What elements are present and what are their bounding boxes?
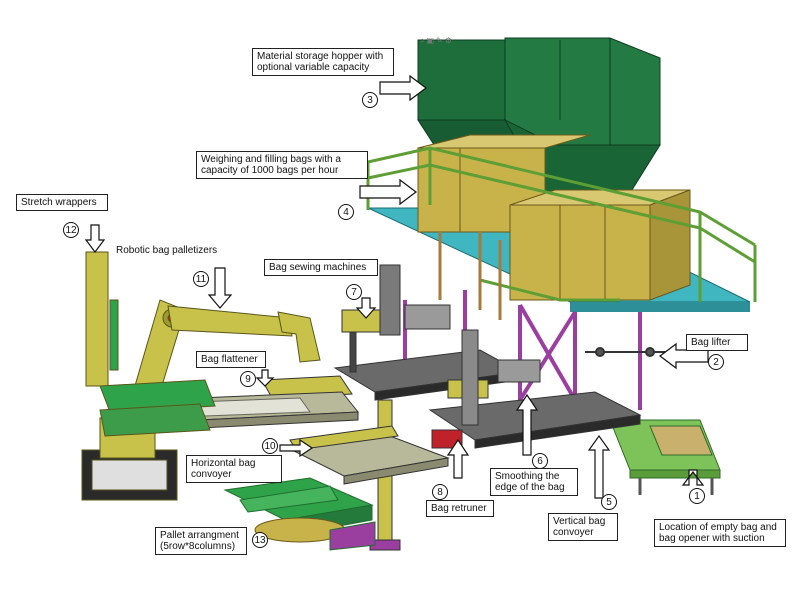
callout-number-13: 13 bbox=[252, 532, 268, 548]
label-smoothing-edge: Smoothing the edge of the bag bbox=[490, 468, 578, 496]
label-bag-retruner: Bag retruner bbox=[426, 500, 494, 517]
callout-number-9: 9 bbox=[240, 371, 256, 387]
callout-number-5: 5 bbox=[601, 494, 617, 510]
stretch-wrapper bbox=[85, 251, 216, 437]
pallet-stack bbox=[223, 477, 376, 551]
sewing-conveyor bbox=[333, 264, 522, 401]
label-horizontal-bag-convoyer: Horizontal bag convoyer bbox=[186, 455, 282, 483]
label-robotic-palletizers: Robotic bag palletizers bbox=[116, 245, 218, 256]
label-bag-sewing-machines: Bag sewing machines bbox=[264, 259, 378, 276]
label-weighing-filling: Weighing and filling bags with a capacit… bbox=[196, 151, 368, 179]
horizontal-conveyor bbox=[289, 425, 450, 485]
pen-icon[interactable]: ✎ bbox=[436, 36, 445, 45]
callout-number-4: 4 bbox=[338, 204, 354, 220]
callout-number-6: 6 bbox=[532, 453, 548, 469]
label-pallet-arrangement: Pallet arrangment (5row*8columns) bbox=[155, 527, 247, 555]
magnify-icon[interactable]: ⌕ bbox=[420, 36, 427, 45]
label-vertical-bag-convoyer: Vertical bag convoyer bbox=[548, 513, 618, 541]
callout-number-2: 2 bbox=[708, 354, 724, 370]
label-empty-bag-location: Location of empty bag and bag opener wit… bbox=[654, 519, 786, 547]
bag-opener-table bbox=[609, 419, 721, 495]
callout-number-1: 1 bbox=[689, 488, 705, 504]
platform-railing bbox=[366, 146, 757, 302]
callout-number-7: 7 bbox=[346, 284, 362, 300]
cube-icon[interactable]: ▣ bbox=[426, 36, 437, 45]
callout-arrows bbox=[84, 74, 709, 499]
lower-conveyor bbox=[428, 359, 642, 449]
gear-icon[interactable]: ⚙ bbox=[444, 36, 454, 45]
label-bag-flattener: Bag flattener bbox=[196, 351, 266, 368]
label-material-storage-hopper: Material storage hopper with optional va… bbox=[252, 48, 394, 76]
label-bag-lifter: Bag lifter bbox=[686, 334, 748, 351]
callout-number-12: 12 bbox=[63, 222, 79, 238]
callout-number-10: 10 bbox=[262, 438, 278, 454]
callout-number-8: 8 bbox=[432, 484, 448, 500]
bag-lifter bbox=[585, 347, 680, 357]
toolbar-icons: ⌕▣✎⚙ bbox=[420, 36, 454, 46]
callout-number-11: 11 bbox=[193, 271, 209, 287]
label-stretch-wrappers: Stretch wrappers bbox=[16, 194, 108, 211]
callout-number-3: 3 bbox=[362, 92, 378, 108]
